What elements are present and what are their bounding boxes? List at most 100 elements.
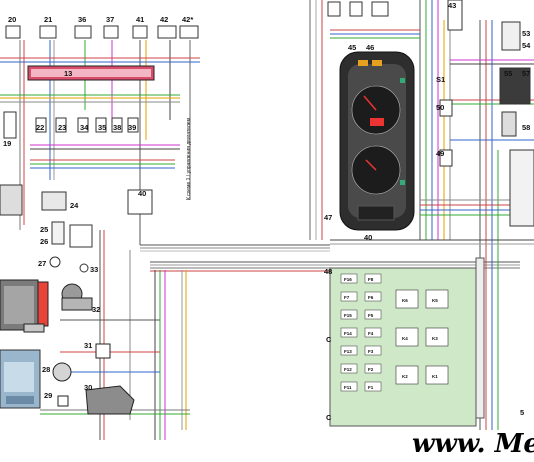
label-58: 58: [522, 123, 530, 132]
fuse-label-f6: F6: [368, 295, 374, 300]
fuse-f12: [340, 363, 358, 374]
label-32: 32: [92, 305, 100, 314]
fuse-f14: [340, 327, 358, 338]
label-s1: S1: [436, 75, 445, 84]
coil-base: [23, 323, 45, 333]
component-57-body: [501, 111, 517, 137]
component-31-symbol: [95, 343, 111, 359]
component-39-box: [127, 117, 139, 133]
relay-label-k1: K1: [432, 374, 438, 379]
fuse-f3: [364, 345, 382, 356]
component-24-body: [41, 191, 67, 211]
label-35: 35: [98, 123, 106, 132]
fuse-label-f15: F15: [344, 313, 352, 318]
fuse-f11: [340, 381, 358, 392]
connector-20: [5, 25, 21, 39]
label-cl2: C: [326, 413, 332, 422]
fuse-f8: [364, 273, 382, 284]
component-40-body: [127, 189, 153, 215]
odometer-display: [370, 118, 384, 126]
fuse-label-f14: F14: [344, 331, 352, 336]
label-48: 48: [324, 267, 332, 276]
component-34-box: [77, 117, 89, 133]
labels: 20 21 36 37 41 42 42* 13 19 22 23 34 35 …: [3, 1, 531, 422]
fuse-label-f13: F13: [344, 349, 352, 354]
fuse-label-f12: F12: [344, 367, 352, 372]
label-25: 25: [40, 225, 48, 234]
label-39: 39: [128, 123, 136, 132]
fuse-label-f7: F7: [344, 295, 350, 300]
label-42-star: 42*: [182, 15, 193, 24]
component-29-symbol: [57, 395, 69, 407]
label-13: 13: [64, 69, 72, 78]
component-block-a: [0, 184, 23, 216]
relay-label-k5: K5: [432, 298, 438, 303]
fuse-f16: [340, 273, 358, 284]
label-37: 37: [106, 15, 114, 24]
component-22-box: [35, 117, 47, 133]
left-blocks: [0, 184, 153, 273]
label-27: 27: [38, 259, 46, 268]
fuse-f13: [340, 345, 358, 356]
instrument-connector: [357, 205, 395, 221]
label-38: 38: [113, 123, 121, 132]
label-29: 29: [44, 391, 52, 400]
label-40-cluster: 40: [364, 233, 372, 242]
label-5x: 5: [520, 408, 524, 417]
label-50: 50: [436, 103, 444, 112]
component-26-body: [69, 224, 93, 248]
label-42: 42: [160, 15, 168, 24]
label-24: 24: [70, 201, 79, 210]
component-33-symbol: [79, 263, 89, 273]
component-25-body: [51, 221, 65, 245]
ignition-assembly: [0, 279, 93, 333]
component-38-box: [111, 117, 123, 133]
connector-42: [157, 25, 177, 39]
wiper-motor-housing: [61, 297, 93, 311]
fuse-f1: [364, 381, 382, 392]
ecu-connector: [27, 65, 155, 81]
fuse-label-f2: F2: [368, 367, 374, 372]
label-49: 49: [436, 149, 444, 158]
fuse-f7: [340, 291, 358, 302]
component-49-body: [439, 149, 453, 167]
ignition-coil: [37, 281, 49, 327]
top-right-connector-b: [349, 1, 363, 17]
relay-label-k2: K2: [402, 374, 408, 379]
connector-36: [74, 25, 92, 39]
label-28: 28: [42, 365, 50, 374]
indicator-lamp-a: [400, 78, 405, 83]
fuse-label-f11: F11: [344, 385, 352, 390]
top-right-connector-a: [327, 1, 341, 17]
label-cl: C: [326, 335, 332, 344]
lower-left-components: [52, 343, 135, 415]
component-35-box: [95, 117, 107, 133]
label-41: 41: [136, 15, 144, 24]
battery-window: [4, 362, 34, 392]
connector-21: [39, 25, 57, 39]
relay-label-k6: K6: [402, 298, 408, 303]
label-31: 31: [84, 341, 92, 350]
relay-k6: [395, 289, 419, 309]
label-33: 33: [90, 265, 98, 274]
relay-label-k4: K4: [402, 336, 408, 341]
speedometer-needle: [363, 95, 377, 111]
fuse-label-f16: F16: [344, 277, 352, 282]
tachometer-needle: [365, 159, 377, 171]
relay-k5: [425, 289, 449, 309]
starter-shading: [4, 286, 34, 324]
component-30-body: [85, 385, 135, 415]
label-45: 45: [348, 43, 356, 52]
fuse-label-f5: F5: [368, 313, 374, 318]
component-50-body: [439, 99, 453, 117]
label-34: 34: [80, 123, 89, 132]
label-21: 21: [44, 15, 52, 24]
label-54: 54: [522, 41, 531, 50]
label-36: 36: [78, 15, 86, 24]
connector-41: [132, 25, 148, 39]
label-19: 19: [3, 139, 11, 148]
component-55-body: [499, 67, 531, 105]
